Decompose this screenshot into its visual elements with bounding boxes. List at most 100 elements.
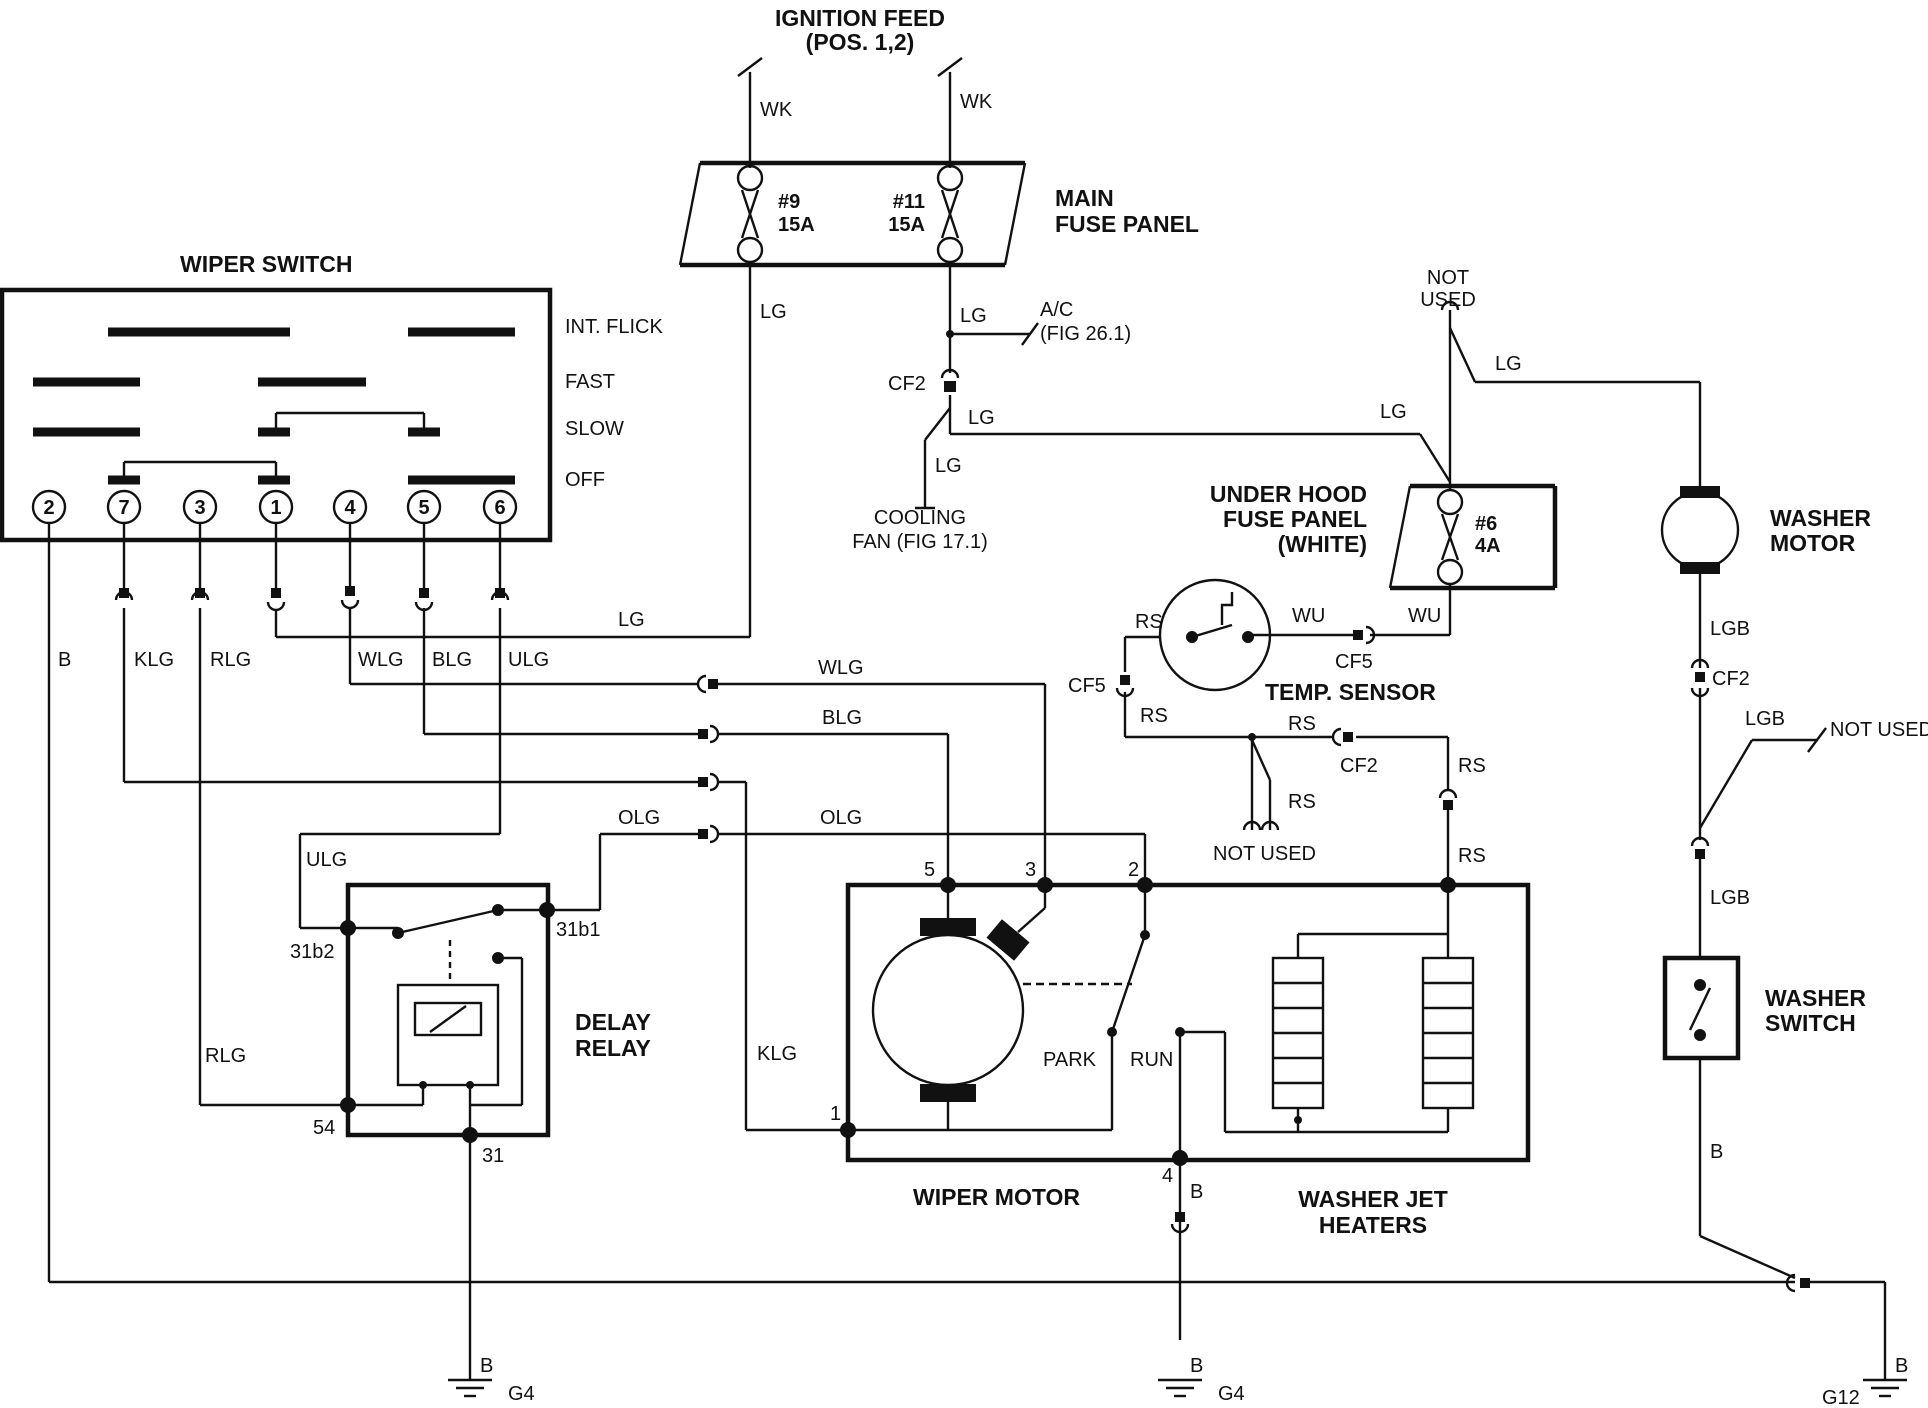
blg-label-motor: BLG bbox=[822, 707, 862, 729]
cf2-label-sensor: CF2 bbox=[1340, 755, 1378, 777]
switch-pos-int-flick: INT. FLICK bbox=[565, 316, 663, 338]
washer-motor-symbol bbox=[1660, 486, 1740, 574]
motor-ground-wire bbox=[1158, 1212, 1202, 1398]
blg-label-switch: BLG bbox=[432, 649, 472, 671]
rs-wire-sensor bbox=[1115, 635, 1458, 885]
switch-pin-5: 5 bbox=[418, 497, 429, 519]
ground-g12 bbox=[1863, 1378, 1907, 1398]
wu-label-sensor: WU bbox=[1292, 605, 1325, 627]
switch-pin-1: 1 bbox=[270, 497, 281, 519]
wlg-connector bbox=[696, 674, 718, 694]
terminal-31b2: 31b2 bbox=[290, 941, 335, 963]
cooling-ref-1: COOLING bbox=[874, 507, 966, 529]
ulg-wire bbox=[298, 608, 502, 930]
motor-terminal-2: 2 bbox=[1128, 859, 1139, 881]
fuse-6-rating: 4A bbox=[1475, 535, 1501, 557]
b-label-g12: B bbox=[1895, 1355, 1908, 1377]
fuse-6-id: #6 bbox=[1475, 513, 1497, 535]
washer-motor-title: WASHER bbox=[1770, 505, 1871, 531]
fuse-11-rating: 15A bbox=[888, 214, 925, 236]
delay-relay-title: DELAY bbox=[575, 1009, 651, 1035]
motor-terminal-1: 1 bbox=[830, 1103, 841, 1125]
switch-pin-3: 3 bbox=[194, 497, 205, 519]
switch-pin-7: 7 bbox=[118, 497, 129, 519]
switch-pin-stubs bbox=[122, 523, 502, 588]
wlg-label-switch: WLG bbox=[358, 649, 404, 671]
blg-wire bbox=[422, 608, 950, 880]
cf5-label-left: CF5 bbox=[1068, 675, 1106, 697]
rs-label-mid: RS bbox=[1288, 713, 1316, 735]
delay-relay-subtitle: RELAY bbox=[575, 1035, 651, 1061]
washer-switch-symbol bbox=[1662, 955, 1810, 1293]
b-label-g4-left: B bbox=[480, 1355, 493, 1377]
lg-label-cooling: LG bbox=[935, 455, 962, 477]
b-wire-pin2-ground-bus bbox=[47, 523, 1887, 1380]
under-hood-fuse-color: (WHITE) bbox=[1278, 531, 1367, 557]
not-used-top-2: USED bbox=[1420, 289, 1476, 311]
motor-terminal-5: 5 bbox=[924, 859, 935, 881]
lg-label-after-cf2: LG bbox=[968, 407, 995, 429]
lg-wire-washer-motor bbox=[1440, 300, 1702, 490]
cf5-label-right: CF5 bbox=[1335, 651, 1373, 673]
motor-run-label: RUN bbox=[1130, 1049, 1173, 1071]
b-label-switch: B bbox=[58, 649, 71, 671]
under-hood-fuse-subtitle: FUSE PANEL bbox=[1223, 506, 1367, 532]
cf2-label-main: CF2 bbox=[888, 373, 926, 395]
lg-label-fuse11: LG bbox=[960, 305, 987, 327]
washer-jet-subtitle: HEATERS bbox=[1319, 1212, 1427, 1238]
cf2-label-washer: CF2 bbox=[1712, 668, 1750, 690]
ulg-label-switch: ULG bbox=[508, 649, 549, 671]
b-label-washer-switch: B bbox=[1710, 1141, 1723, 1163]
wk-label-2: WK bbox=[960, 91, 993, 113]
wu-wire bbox=[1248, 584, 1452, 645]
lg-label-fuse9: LG bbox=[760, 301, 787, 323]
olg-wire bbox=[547, 832, 1147, 912]
switch-pos-fast: FAST bbox=[565, 371, 615, 393]
fuse-9-rating: 15A bbox=[778, 214, 815, 236]
rs-label-notused: RS bbox=[1288, 791, 1316, 813]
ignition-feed-wires bbox=[737, 57, 963, 168]
switch-pin-connectors bbox=[114, 586, 510, 612]
washer-jet-title: WASHER JET bbox=[1298, 1186, 1448, 1212]
klg-wire bbox=[122, 608, 848, 1132]
rlg-wire bbox=[198, 608, 348, 1107]
cf2-connector-lg bbox=[940, 368, 960, 392]
delay-relay-internals bbox=[340, 902, 555, 1380]
ground-g12-label: G12 bbox=[1822, 1387, 1860, 1408]
lg-label-underhood-feed: LG bbox=[1380, 401, 1407, 423]
main-fuse-subtitle: FUSE PANEL bbox=[1055, 211, 1199, 237]
olg-label-motor: OLG bbox=[820, 807, 862, 829]
ground-g4-left bbox=[448, 1378, 492, 1398]
wlg-wire bbox=[348, 608, 1047, 880]
b-label-g4-mid: B bbox=[1190, 1355, 1203, 1377]
switch-pos-slow: SLOW bbox=[565, 418, 624, 440]
motor-terminal-3: 3 bbox=[1025, 859, 1036, 881]
temp-sensor-symbol bbox=[1158, 578, 1272, 692]
washer-switch-title: WASHER bbox=[1765, 985, 1866, 1011]
fuse-11-id: #11 bbox=[893, 191, 925, 213]
wiper-switch-title: WIPER SWITCH bbox=[180, 251, 353, 277]
ground-g4-left-label: G4 bbox=[508, 1383, 535, 1405]
main-fuse-panel bbox=[678, 160, 1027, 268]
washer-switch-subtitle: SWITCH bbox=[1765, 1010, 1856, 1036]
main-fuse-title: MAIN bbox=[1055, 185, 1114, 211]
klg-connector bbox=[698, 772, 720, 792]
not-used-washer: NOT USED bbox=[1830, 719, 1928, 741]
wiper-motor-internals bbox=[840, 877, 1475, 1340]
motor-terminal-4: 4 bbox=[1162, 1165, 1173, 1187]
rlg-label-switch: RLG bbox=[210, 649, 251, 671]
lgb-label-switch: LGB bbox=[1710, 887, 1750, 909]
terminal-31: 31 bbox=[482, 1145, 504, 1167]
fuse-9-id: #9 bbox=[778, 191, 800, 213]
rs-label-right: RS bbox=[1458, 755, 1486, 777]
wiper-motor-title: WIPER MOTOR bbox=[913, 1184, 1080, 1210]
wk-label-1: WK bbox=[760, 99, 793, 121]
ignition-feed-title: IGNITION FEED bbox=[775, 5, 945, 31]
rs-label-heater: RS bbox=[1458, 845, 1486, 867]
under-hood-fuse-title: UNDER HOOD bbox=[1210, 481, 1367, 507]
rs-label-sensor: RS bbox=[1135, 611, 1163, 633]
lg-wire-fuse11 bbox=[915, 262, 1452, 510]
klg-label-motor: KLG bbox=[757, 1043, 797, 1065]
wiper-motor-box bbox=[845, 882, 1531, 1163]
